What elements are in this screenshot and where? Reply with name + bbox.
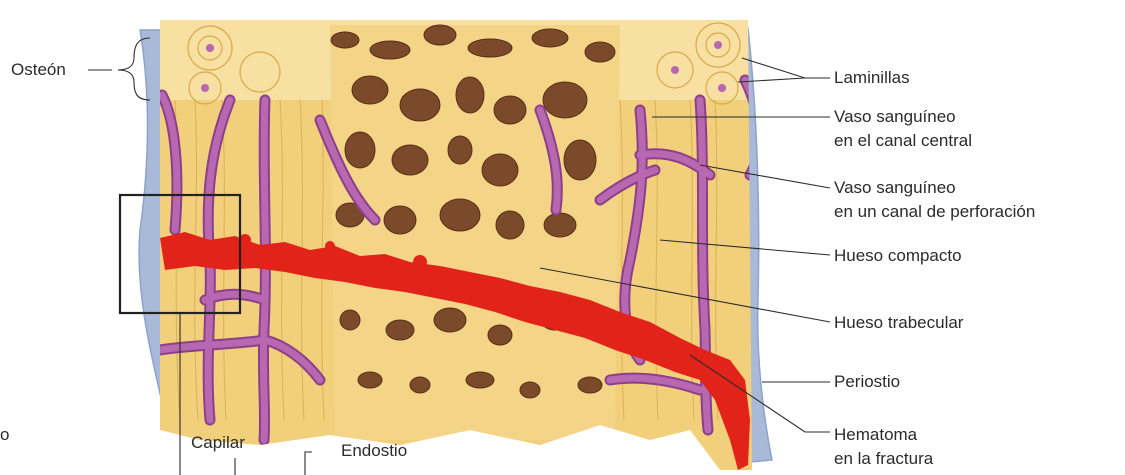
label-trabecular-bone: Hueso trabecular bbox=[834, 312, 963, 333]
label-capillary: Capilar bbox=[191, 432, 245, 453]
label-lamellae: Laminillas bbox=[834, 67, 910, 88]
label-hematoma-line2: en la fractura bbox=[834, 448, 933, 469]
label-compact-bone: Hueso compacto bbox=[834, 245, 962, 266]
label-central-canal-vessel-line2: en el canal central bbox=[834, 130, 972, 151]
label-cut-left-fragment: o bbox=[0, 424, 9, 445]
label-endosteum: Endostio bbox=[341, 440, 407, 461]
label-perforating-canal-vessel-line1: Vaso sanguíneo bbox=[834, 177, 956, 198]
label-osteon: Osteón bbox=[11, 59, 66, 80]
label-perforating-canal-vessel-line2: en un canal de perforación bbox=[834, 201, 1035, 222]
label-central-canal-vessel-line1: Vaso sanguíneo bbox=[834, 106, 956, 127]
label-periosteum: Periostio bbox=[834, 371, 900, 392]
label-hematoma-line1: Hematoma bbox=[834, 424, 917, 445]
